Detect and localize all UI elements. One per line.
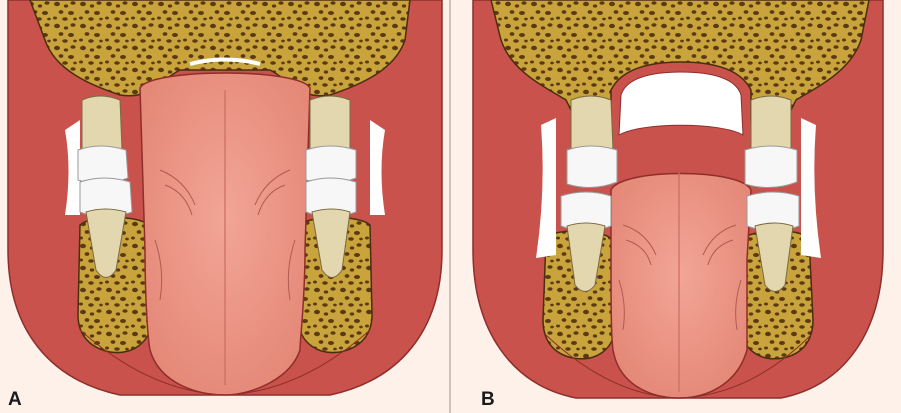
panel-a-illustration: [0, 0, 450, 413]
upper-tooth-right: [306, 96, 356, 184]
panel-a: A: [0, 0, 450, 413]
panel-b: B: [451, 0, 901, 413]
upper-tooth-right: [745, 96, 797, 188]
upper-tooth-left: [78, 96, 128, 184]
tongue: [611, 174, 751, 399]
panel-label: A: [8, 389, 22, 411]
panel-label: B: [481, 389, 495, 411]
panel-b-illustration: [451, 0, 901, 413]
upper-tooth-left: [567, 96, 617, 188]
